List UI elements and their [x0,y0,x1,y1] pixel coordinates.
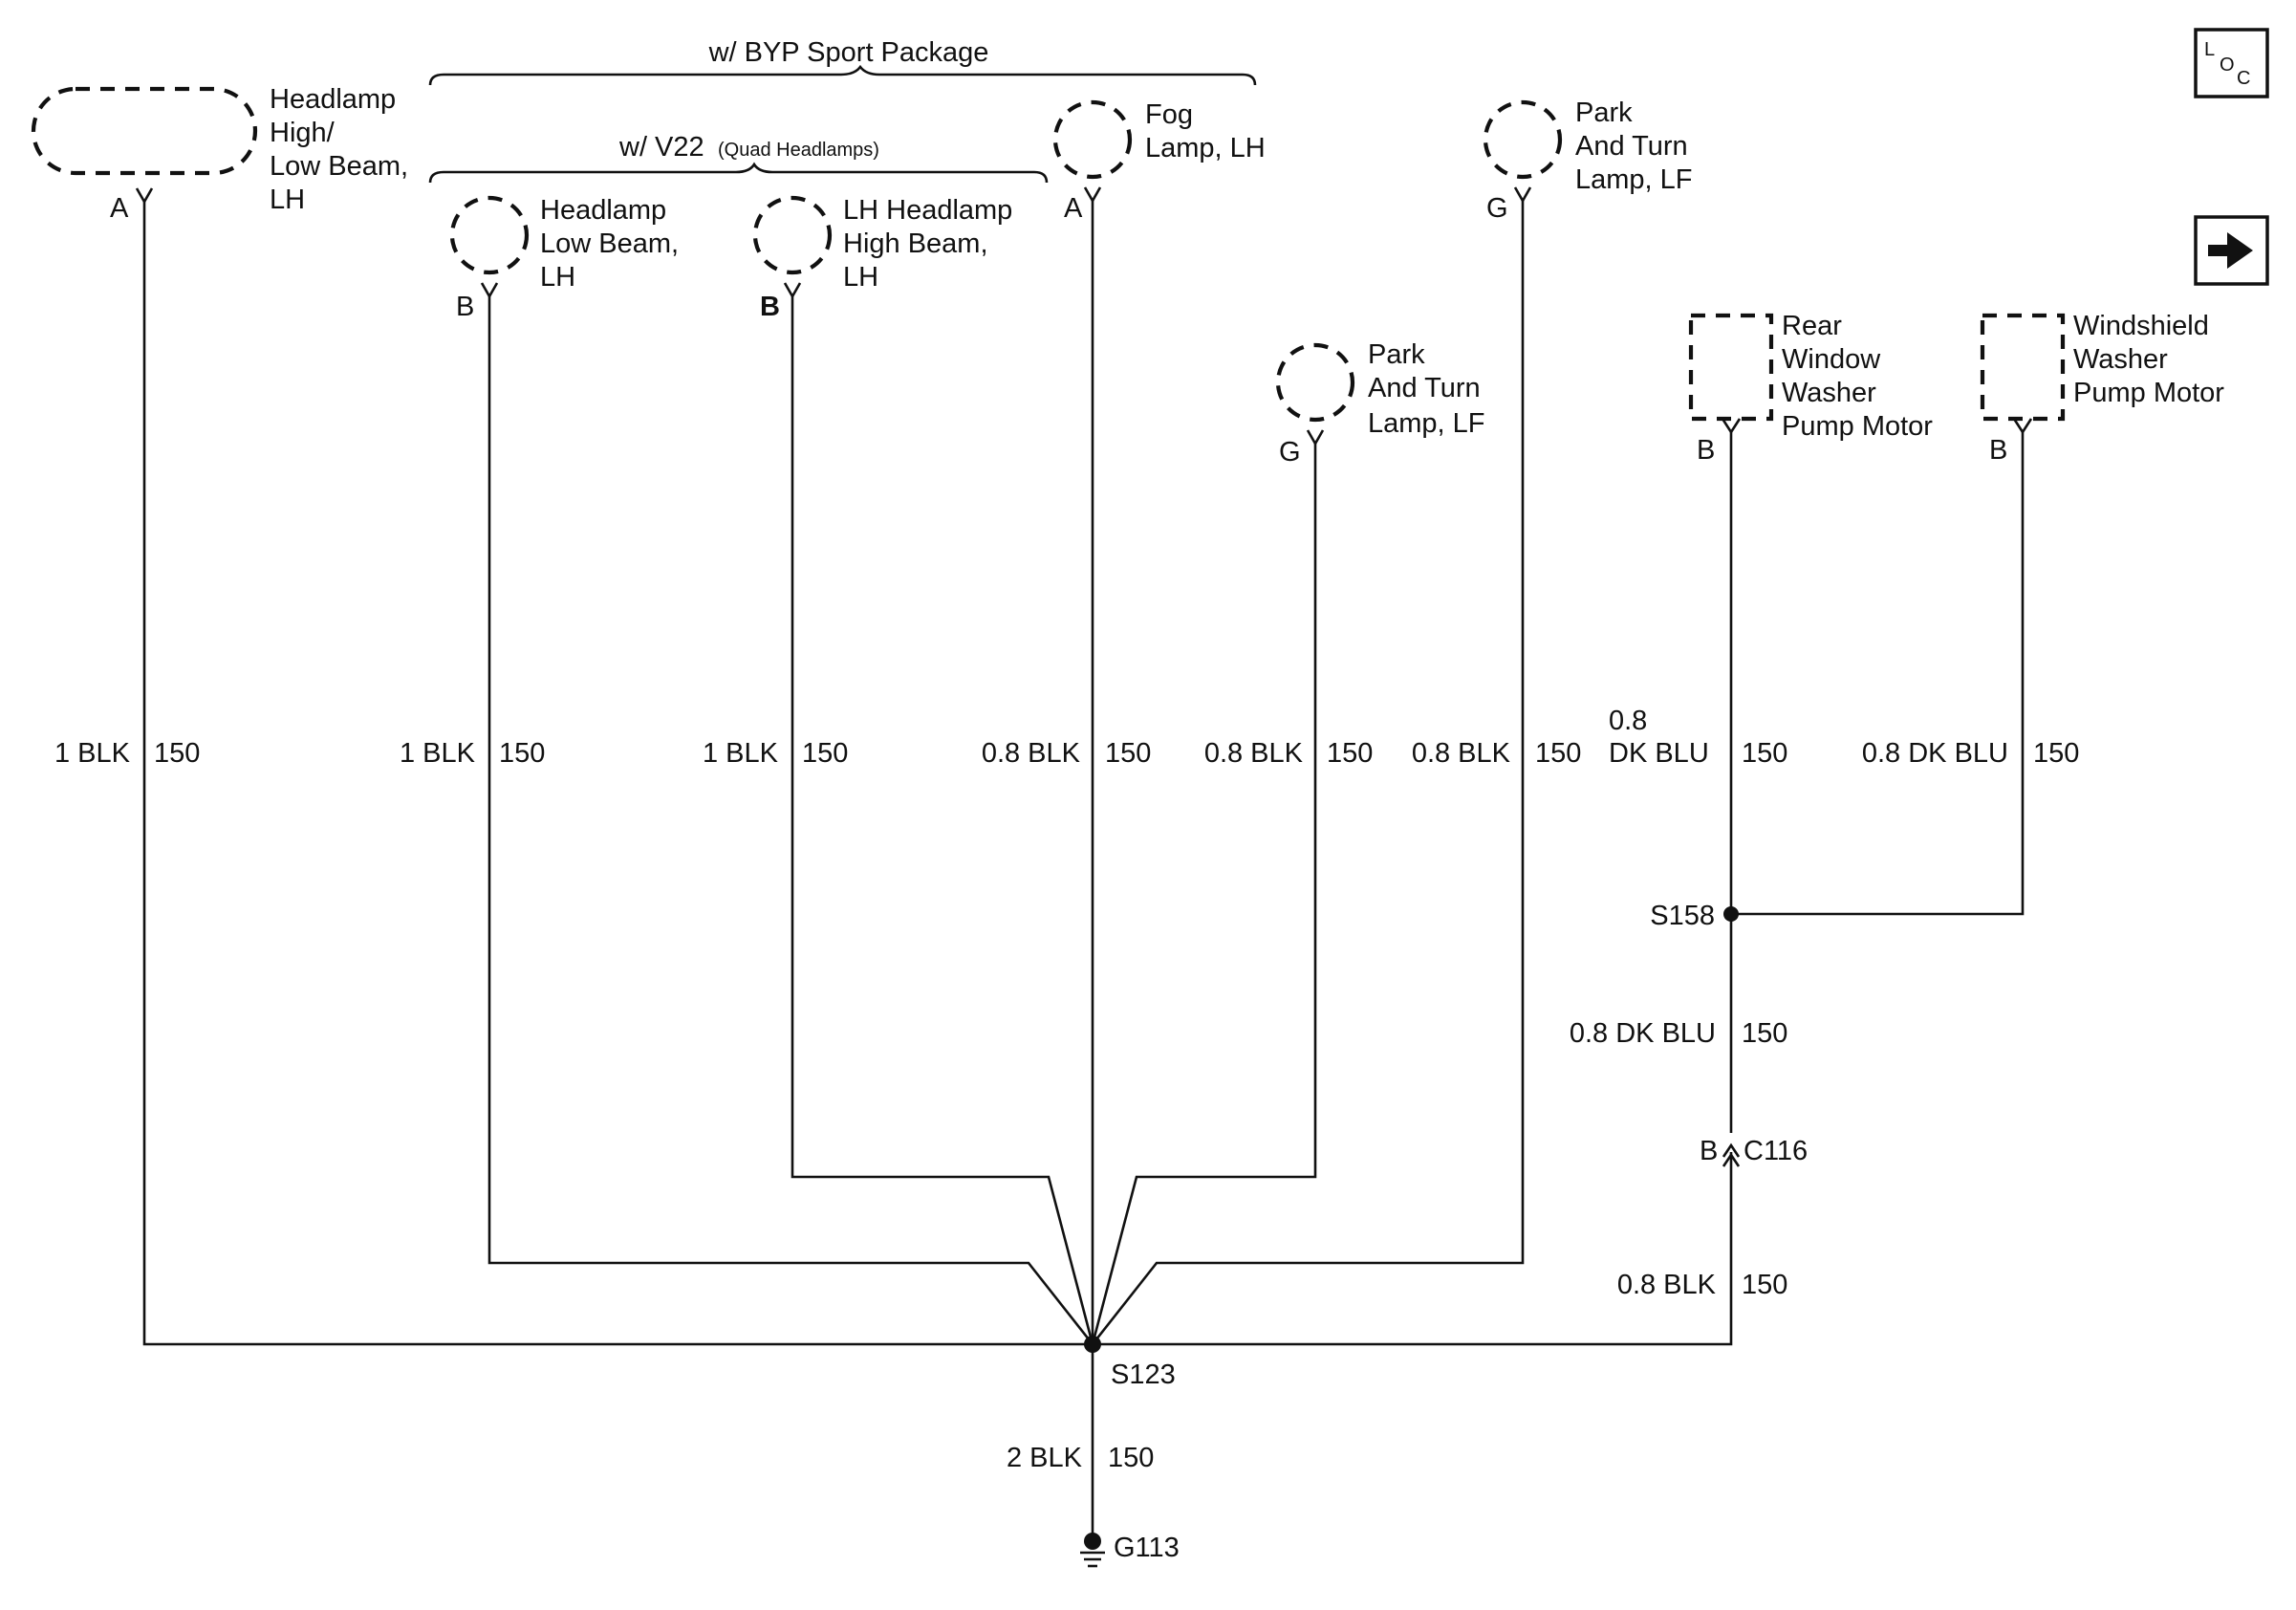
pin-park1: G [1486,193,1508,224]
hilo-label-4: LH [270,185,305,215]
wire-park1-circuit: 150 [1535,738,1581,769]
wire-hilo [142,202,1733,1346]
ws-label-1: Windshield [2073,311,2209,341]
park1-label-3: Lamp, LF [1575,164,1693,195]
wire-fog-size: 0.8 BLK [982,738,1081,769]
headlamp-high-low-beam-lh: Headlamp High/ Low Beam, LH [31,84,408,215]
park2-label-1: Park [1368,339,1425,370]
splice-s123 [1084,1336,1101,1353]
g113-label: G113 [1114,1533,1180,1563]
fog-lamp-lh: Fog Lamp, LH [1052,99,1266,180]
wire-ground-size: 2 BLK [1007,1443,1083,1473]
park1-label-1: Park [1575,98,1633,128]
wire-ws [1731,432,2025,916]
v22-bracket: w/ V22 (Quad Headlamps) [428,132,1049,184]
loc-letter-o: O [2220,54,2235,76]
wire-c116-down-circuit: 150 [1742,1270,1787,1300]
wire-ground-circuit: 150 [1108,1443,1154,1473]
park-and-turn-lamp-lf-upper: Park And Turn Lamp, LF [1483,98,1693,195]
v22-label: w/ V22 [618,132,704,163]
fog-label-1: Fog [1145,99,1193,130]
wire-hilo-circuit: 150 [154,738,200,769]
park1-label-2: And Turn [1575,131,1688,162]
loc-letter-l: L [2204,39,2215,60]
rear-window-washer-pump-motor: Rear Window Washer Pump Motor [1688,311,1933,442]
pin-rear: B [1697,435,1715,466]
wire-s158-down-size: 0.8 DK BLU [1570,1018,1716,1049]
wire-low-size: 1 BLK [400,738,476,769]
rear-label-2: Window [1782,344,1881,375]
wire-high-size: 1 BLK [703,738,779,769]
high-label-1: LH Headlamp [843,195,1012,226]
c116-label: C116 [1744,1136,1808,1166]
hilo-label-3: Low Beam, [270,151,408,182]
loc-button[interactable]: L O C [2194,28,2269,98]
rear-label-1: Rear [1782,311,1842,341]
s123-label: S123 [1111,1360,1176,1390]
wire-high [791,296,1094,1345]
fog-label-2: Lamp, LH [1145,133,1266,163]
pin-low: B [456,292,474,322]
wire-ws-size: 0.8 DK BLU [1862,738,2008,769]
c116-pin: B [1700,1136,1718,1166]
high-label-3: LH [843,262,878,293]
pin-hilo: A [110,193,129,224]
wire-park1-size: 0.8 BLK [1412,738,1511,769]
v22-note: (Quad Headlamps) [718,140,879,161]
windshield-washer-pump-motor: Windshield Washer Pump Motor [1980,311,2224,422]
ground-symbol [1080,1533,1105,1568]
byp-label: w/ BYP Sport Package [708,37,989,68]
wire-c116-down-size: 0.8 BLK [1617,1270,1717,1300]
byp-sport-package-bracket: w/ BYP Sport Package [428,37,1257,86]
wire-s158-down-circuit: 150 [1742,1018,1787,1049]
s158-label: S158 [1650,901,1715,931]
wire-rear-size-2: DK BLU [1609,738,1709,769]
pin-high: B [760,292,780,322]
c116-connector-symbol [1722,1142,1741,1167]
wire-fog-circuit: 150 [1105,738,1151,769]
hilo-label-2: High/ [270,118,336,148]
headlamp-low-beam-lh: Headlamp Low Beam, LH [449,195,679,293]
wire-high-circuit: 150 [802,738,848,769]
rear-label-4: Pump Motor [1782,411,1933,442]
ws-label-3: Pump Motor [2073,378,2224,408]
wire-rear-circuit: 150 [1742,738,1787,769]
park2-label-2: And Turn [1368,373,1481,403]
wire-hilo-size: 1 BLK [54,738,131,769]
park2-label-3: Lamp, LF [1368,408,1485,439]
wire-park2-circuit: 150 [1327,738,1373,769]
high-label-2: High Beam, [843,228,988,259]
low-label-1: Headlamp [540,195,666,226]
loc-letter-c: C [2237,68,2250,89]
rear-label-3: Washer [1782,378,1876,408]
ws-label-2: Washer [2073,344,2168,375]
low-label-2: Low Beam, [540,228,679,259]
wire-low-circuit: 150 [499,738,545,769]
low-label-3: LH [540,262,575,293]
pin-fog: A [1064,193,1083,224]
wire-park1 [1091,201,1525,1345]
lh-headlamp-high-beam-lh: LH Headlamp High Beam, LH [752,195,1012,293]
splice-s158 [1723,906,1739,922]
wire-rear-size-1: 0.8 [1609,706,1647,736]
pin-ws: B [1989,435,2007,466]
wire-ws-circuit: 150 [2033,738,2079,769]
wire-park2-size: 0.8 BLK [1204,738,1304,769]
arrow-right-icon [2208,232,2253,269]
wire-low [487,296,1094,1345]
wire-park2 [1091,444,1317,1345]
hilo-label-1: Headlamp [270,84,396,115]
pin-park2: G [1279,437,1301,468]
wires [142,201,2025,1537]
park-and-turn-lamp-lf-lower: Park And Turn Lamp, LF [1275,339,1485,439]
next-page-button[interactable] [2194,215,2269,286]
